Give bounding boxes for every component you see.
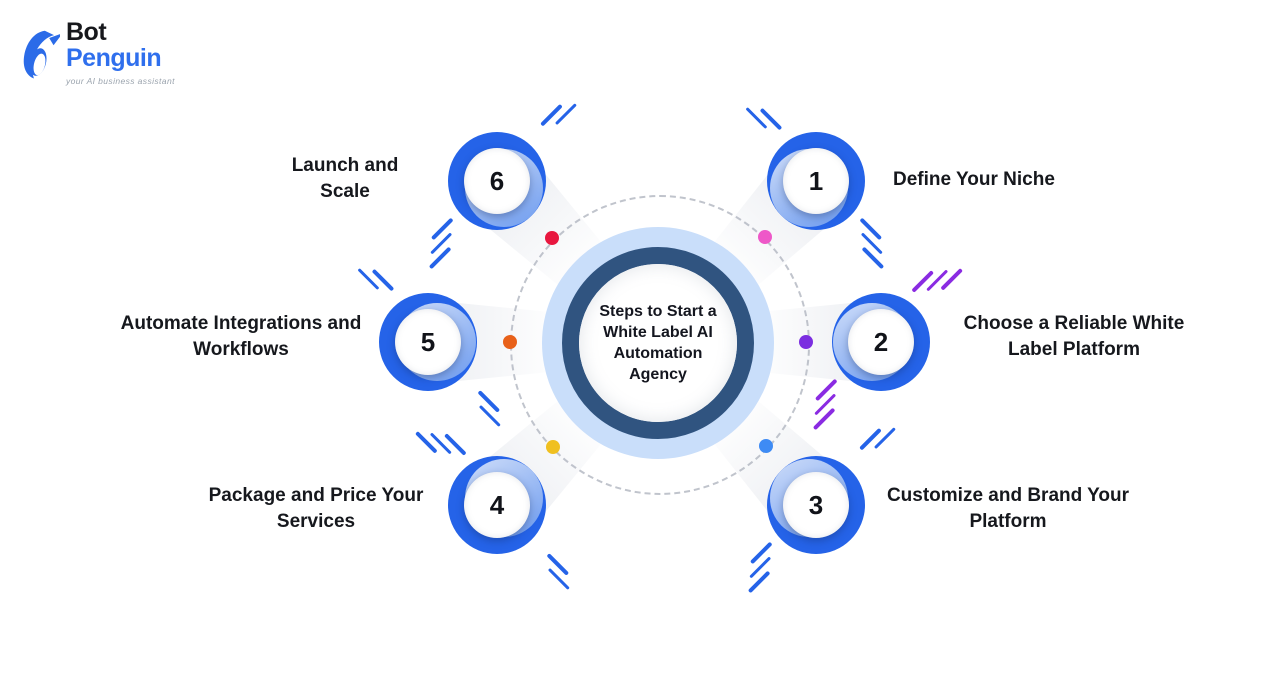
botpenguin-logo: Bot Penguin your AI business assistant [18,18,175,87]
step-circle-6: 6 [428,102,577,269]
step-circle-3: 3 [747,426,896,593]
step-number-circle: 1 [783,148,849,214]
step-label-5: Automate Integrations and Workflows [120,313,362,360]
step-circle-5: 5 [357,267,502,427]
step-number: 3 [808,489,824,520]
penguin-logo-icon [18,26,63,87]
hash-lines [738,92,783,137]
step-number-circle: 3 [783,472,849,538]
step-number: 5 [420,326,436,357]
step-label-1: Define Your Niche [893,169,1055,190]
step-number-circle: 5 [395,309,461,375]
logo-name-top: Bot [66,18,107,46]
orbit-dot-yellow [546,440,560,454]
step-label-2: Choose a Reliable White Label Platform [963,313,1185,360]
step-number: 6 [489,165,505,196]
hash-lines [415,418,467,469]
hash-lines [415,217,466,269]
center-inner-circle: Steps to Start a White Label AI Automati… [579,264,737,422]
orbit-dot-blue [759,439,773,453]
hash-lines [471,390,508,427]
step-circle-1: 1 [745,106,885,269]
step-number-circle: 2 [848,309,914,375]
step-label-4: Package and Price Your Services [208,485,424,532]
orbit-dot-purple [799,335,813,349]
step-label-3: Customize and Brand Your Platform [886,485,1130,532]
orbit-dot-orange [503,335,517,349]
step-number-circle: 6 [464,148,530,214]
hash-lines [734,541,785,593]
step-number: 2 [873,326,889,357]
step-circle-4: 4 [415,431,571,590]
hash-lines [350,253,395,298]
hash-lines [540,553,577,590]
step-number: 1 [808,165,824,196]
logo-name-bottom: Penguin [66,43,162,72]
hash-lines [540,96,577,133]
step-number: 4 [489,489,505,520]
step-circle-2: 2 [812,268,963,430]
orbit-dot-red [545,231,559,245]
diagram-title: Steps to Start a White Label AI Automati… [599,302,717,384]
logo-text: Bot Penguin your AI business assistant [66,18,175,86]
hash-lines [846,217,897,269]
hash-lines [859,420,896,457]
hash-lines [911,255,963,306]
step-label-6: Launch and Scale [291,155,399,202]
hash-lines [799,378,850,430]
logo-tagline: your AI business assistant [66,76,175,86]
orbit-dot-pink [758,230,772,244]
step-number-circle: 4 [464,472,530,538]
